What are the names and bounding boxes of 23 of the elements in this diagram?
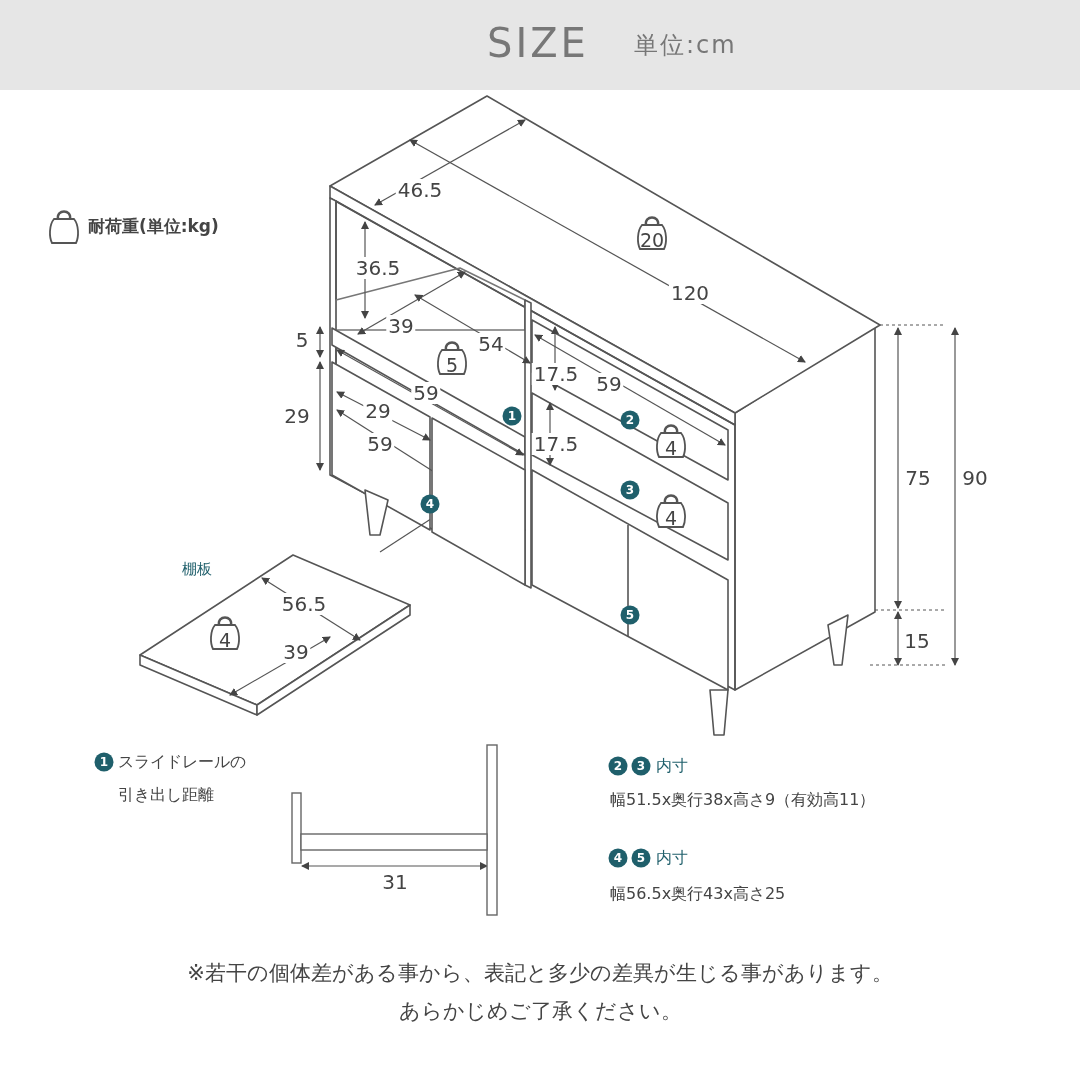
section-heading: 内寸 [656,756,688,776]
dimension-value: 59 [411,382,441,404]
circled-number: 1 [502,406,522,426]
note-text: スライドレールの引き出し距離 [118,751,247,806]
circled-number: 3 [631,756,651,776]
footnote: ※若干の個体差がある事から、表記と多少の差異が生じる事があります。あらかじめご了承ください。 [186,960,894,1025]
circled-number: 1 [94,752,114,772]
circled-number: 4 [608,848,628,868]
load-value: 4 [664,438,678,458]
spec-text: 幅51.5x奥行38x高さ9（有効高11） [610,790,876,810]
load-value: 20 [639,230,665,250]
title-heading: SIZE [487,19,589,68]
circled-number: 2 [608,756,628,776]
part-label: 棚板 [182,560,212,578]
unit-note: 単位:cm [634,30,737,60]
circled-number: 5 [631,848,651,868]
legend-text: 耐荷重(単位:kg) [88,216,219,236]
spec-text: 幅56.5x奥行43x高さ25 [610,884,786,904]
load-value: 4 [218,630,232,650]
leader-line [379,518,431,553]
section-heading: 内寸 [656,848,688,868]
load-value: 5 [445,355,459,375]
load-value: 4 [664,508,678,528]
